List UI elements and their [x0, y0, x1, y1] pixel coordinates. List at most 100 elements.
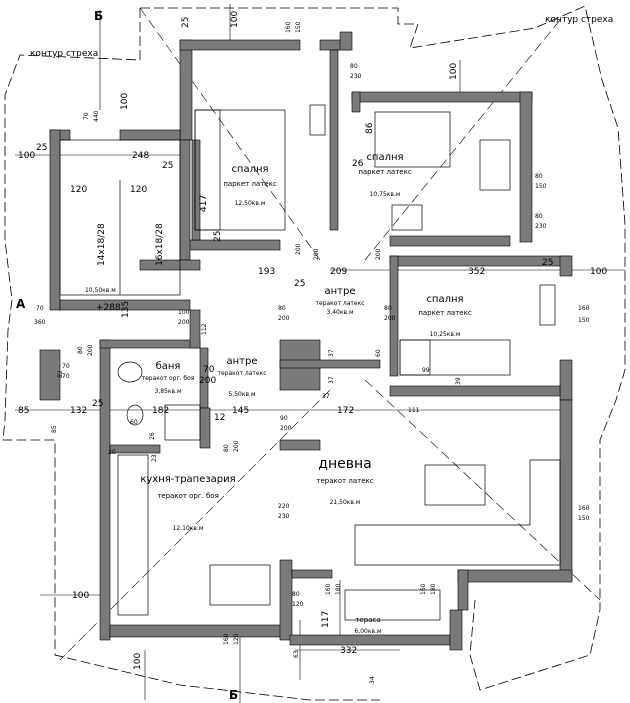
- dim: 150: [535, 183, 547, 190]
- dim: 160: [285, 21, 292, 33]
- dim: 248: [132, 151, 149, 161]
- dim: 70: [36, 305, 44, 312]
- walls: [39, 31, 573, 651]
- dim: 352: [468, 267, 485, 277]
- room-floor: теракот латекс: [218, 370, 267, 377]
- dim: 100: [18, 151, 35, 161]
- dim: 70: [83, 112, 90, 120]
- dim: 160: [578, 305, 590, 312]
- room-floor: паркет латекс: [223, 180, 277, 188]
- room-hall-lower: антре теракот латекс 5,50кв.м: [218, 356, 267, 398]
- dim: 200: [87, 344, 94, 356]
- dim: 209: [330, 267, 347, 277]
- dim: 25: [213, 231, 223, 242]
- dim: 440: [93, 110, 100, 122]
- room-terrace: тераса 6,00кв.м: [355, 616, 382, 635]
- room-bedroom2: спалня паркет латекс 10,75кв.м: [358, 152, 412, 198]
- dim: 63: [293, 650, 300, 658]
- dim: 80: [535, 213, 543, 220]
- dim: 25: [36, 143, 47, 153]
- dim: 82: [57, 370, 64, 378]
- room-hall-upper: антре теракот латекс 3,40кв.м: [316, 286, 365, 316]
- dim: 230: [278, 513, 290, 520]
- room-area: 21,50кв.м: [330, 499, 361, 506]
- dim: 86: [365, 122, 375, 134]
- dim: 332: [340, 646, 357, 656]
- dim: 99: [422, 367, 430, 374]
- dim: 80: [535, 173, 543, 180]
- dim: 37: [322, 393, 330, 400]
- dim: 120: [130, 185, 147, 195]
- room-name: спалня: [426, 294, 463, 305]
- dim: 60: [130, 419, 138, 426]
- dim: 150: [578, 515, 590, 522]
- dimension-texts: 25 100 160 150 70 440 100 100 25 248 25 …: [18, 11, 607, 684]
- dim: 80: [384, 305, 392, 312]
- dim: 160: [578, 505, 590, 512]
- dim: 25: [92, 399, 103, 409]
- room-floor: теракот латекс: [316, 477, 373, 485]
- dim: 180: [335, 583, 342, 595]
- dim: 34: [369, 676, 376, 684]
- room-name: дневна: [318, 456, 371, 472]
- dim: 150: [578, 317, 590, 324]
- eave-contour-label-left: контур стреха: [30, 49, 98, 59]
- room-floor: теракот латекс: [316, 300, 365, 307]
- dim: 200: [313, 248, 320, 260]
- room-name: антре: [227, 356, 258, 367]
- dim: 117: [321, 611, 331, 628]
- room-area: 5,50кв.м: [229, 391, 256, 398]
- eave-contour-label-right: контур стреха: [545, 15, 613, 25]
- room-bedroom1: спалня паркет латекс 12,50кв.м: [223, 164, 277, 207]
- dim: 200: [375, 248, 382, 260]
- dim: 200: [295, 243, 302, 255]
- dim: 160: [325, 583, 332, 595]
- dim: 80: [223, 444, 230, 452]
- dim: 100: [120, 93, 130, 110]
- dim: 25: [162, 161, 173, 171]
- room-bedroom3: спалня паркет латекс 10,25кв.м: [418, 294, 472, 338]
- room-name: баня: [156, 361, 181, 372]
- dim: 160: [420, 583, 427, 595]
- dim: 26: [149, 432, 156, 440]
- dim: 60: [375, 349, 382, 357]
- room-area: 10,25кв.м: [430, 331, 461, 338]
- dim: 230: [350, 73, 362, 80]
- room-area: 10,75кв.м: [370, 191, 401, 198]
- dim: 25: [181, 17, 191, 28]
- section-mark-bottom: Б: [229, 688, 238, 702]
- eave-contour: [2, 5, 626, 701]
- room-name: антре: [325, 286, 356, 297]
- dim: 100: [178, 309, 190, 316]
- dim: 360: [34, 319, 46, 326]
- room-name: тераса: [355, 616, 380, 624]
- dim: 200: [280, 425, 292, 432]
- room-kitchen: кухня-трапезария теракот орг. боя 12,10к…: [140, 474, 235, 532]
- room-floor: паркет латекс: [418, 309, 472, 317]
- section-mark-left: А: [16, 297, 26, 311]
- dim: 120: [292, 601, 304, 608]
- stair-area: 10,50кв.м: [85, 287, 116, 294]
- dim: 200: [278, 315, 290, 322]
- dim: 172: [337, 406, 354, 416]
- room-name: спалня: [366, 152, 403, 163]
- dim: 70: [62, 363, 70, 370]
- dim: 85: [18, 406, 29, 416]
- dim: 180: [430, 583, 437, 595]
- dim: 145: [232, 406, 249, 416]
- room-area: 3,85кв.м: [155, 388, 182, 395]
- stairs-b: 16x18/28: [155, 223, 165, 266]
- dim: 200: [199, 376, 216, 386]
- dim: 25: [294, 279, 305, 289]
- dim: 100: [230, 11, 240, 28]
- room-area: 12,50кв.м: [235, 200, 266, 207]
- dim: 100: [133, 653, 143, 670]
- dim: 120: [70, 185, 87, 195]
- dim: 80: [278, 305, 286, 312]
- dim: 80: [292, 591, 300, 598]
- stairs-a: 14x18/28: [97, 223, 107, 266]
- dim: 70: [62, 373, 70, 380]
- dim: 26: [352, 159, 364, 169]
- dim: 132: [70, 406, 87, 416]
- dim: 200: [384, 315, 396, 322]
